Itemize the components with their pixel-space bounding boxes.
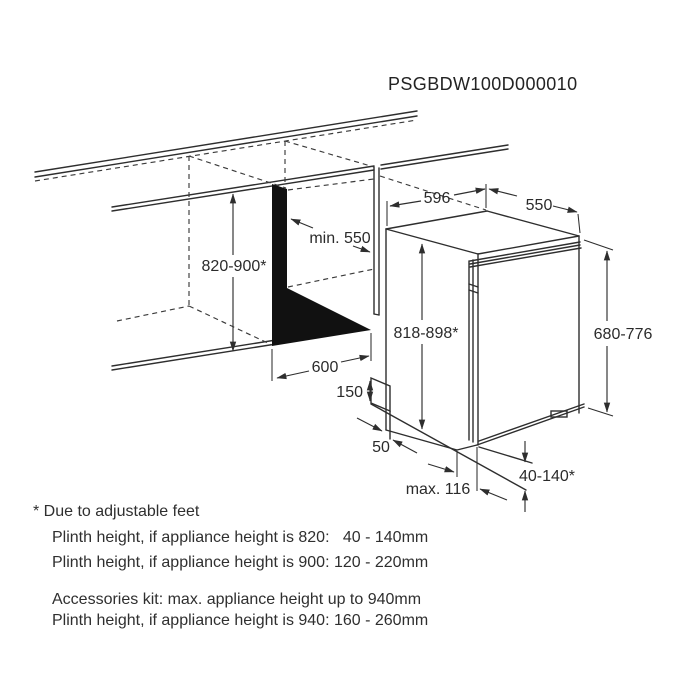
dim-panel-thickness-label: max. 116	[406, 481, 471, 498]
dishwasher-outline	[370, 210, 585, 491]
dimension-lines	[229, 184, 614, 512]
dim-front-clearance-label: 50	[372, 439, 390, 456]
dim-niche-height-label: 820-900*	[202, 258, 267, 275]
footnote-plinth-940: Plinth height, if appliance height is 94…	[52, 612, 429, 629]
dim-door-height-label: 680-776	[594, 326, 653, 343]
counter-cabinet-outline	[34, 110, 509, 371]
dim-niche-depth-label: min. 550	[309, 230, 370, 247]
cabinet-hidden-edges	[34, 119, 487, 346]
dim-appliance-width-label: 596	[424, 190, 451, 207]
footnote-plinth-820: Plinth height, if appliance height is 82…	[52, 529, 429, 546]
dim-appliance-depth-label: 550	[526, 197, 553, 214]
dim-appliance-height-label: 818-898*	[394, 325, 459, 342]
footnote-adjustable-feet: * Due to adjustable feet	[33, 503, 200, 520]
niche-opening-shadow	[272, 184, 371, 346]
footnote-plinth-900: Plinth height, if appliance height is 90…	[52, 554, 429, 571]
dimension-labels: 820-900* min. 550 600 596 550 818-898* 6…	[202, 190, 653, 498]
footnote-accessories-kit: Accessories kit: max. appliance height u…	[52, 591, 422, 608]
adjustable-foot	[550, 410, 568, 418]
dim-plinth-plate-label: 150	[336, 384, 363, 401]
model-number: PSGBDW100D000010	[388, 74, 578, 94]
niche-side-panel	[373, 166, 380, 316]
dim-niche-width-label: 600	[312, 359, 339, 376]
dim-plinth-height-label: 40-140*	[519, 468, 575, 485]
